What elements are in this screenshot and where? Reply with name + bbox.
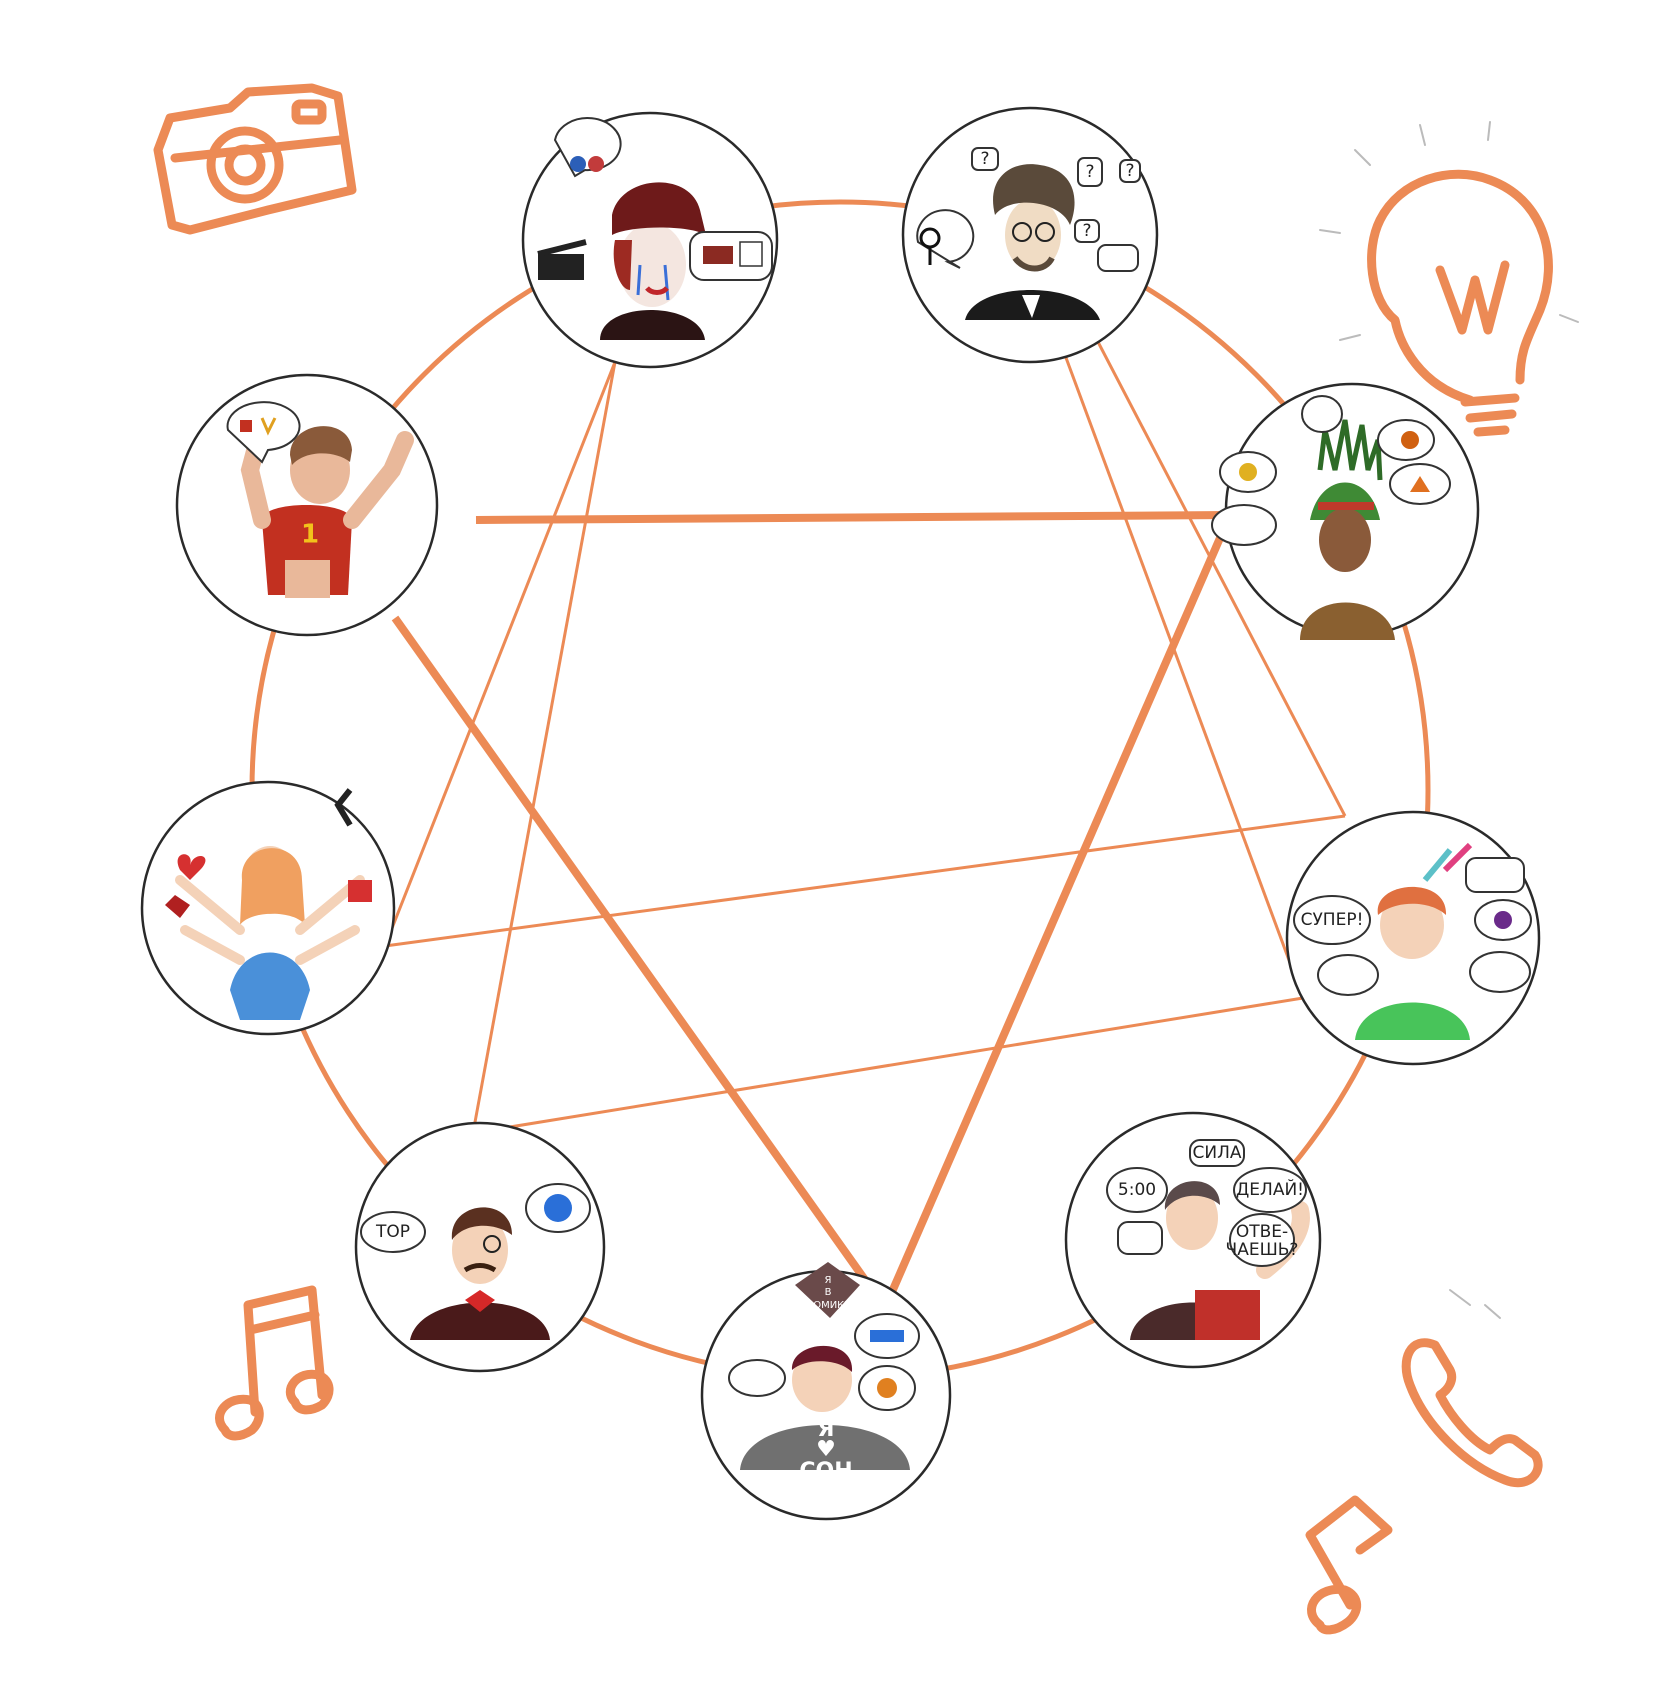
- node-helper[interactable]: [140, 780, 396, 1036]
- lightbulb-icon: [1319, 121, 1579, 437]
- node-athlete[interactable]: 1: [175, 373, 439, 637]
- answer-bubble-line2: ЧАЕШЬ?: [1226, 1240, 1299, 1260]
- node-actress[interactable]: [521, 111, 779, 369]
- svg-text:?: ?: [1085, 162, 1094, 182]
- power-bubble: СИЛА: [1193, 1143, 1242, 1163]
- svg-text:?: ?: [980, 149, 989, 169]
- joyful-speech-bubble: СУПЕР!: [1301, 910, 1364, 930]
- node-gentleman[interactable]: TOP: [354, 1121, 606, 1373]
- music-note-icon: [215, 1285, 334, 1441]
- node-strongman[interactable]: 5:00 СИЛА ДЕЛАЙ! ОТВЕ- ЧАЕШЬ?: [1064, 1111, 1322, 1369]
- node-joyful[interactable]: СУПЕР!: [1285, 810, 1541, 1066]
- shirt-text-2: ♥: [816, 1437, 836, 1462]
- svg-text:?: ?: [1125, 161, 1134, 181]
- answer-bubble-line1: ОТВЕ-: [1236, 1222, 1288, 1242]
- node-sleeper[interactable]: Я ♥ СОН Я В ДОМИКЕ: [700, 1262, 952, 1521]
- node-scientist[interactable]: ? ? ? ?: [901, 106, 1159, 364]
- do-it-bubble: ДЕЛАЙ!: [1236, 1178, 1304, 1200]
- hexad-lines: [383, 339, 1347, 1135]
- hat-text-3: ДОМИКЕ: [805, 1300, 850, 1311]
- time-bubble: 5:00: [1118, 1180, 1156, 1200]
- camera-icon: [153, 83, 357, 235]
- phone-handset-icon: [1401, 1289, 1543, 1488]
- svg-text:?: ?: [1082, 221, 1091, 241]
- hat-text-2: В: [825, 1287, 832, 1298]
- music-note-icon: [1305, 1495, 1393, 1635]
- shirt-text-1: Я: [818, 1417, 835, 1442]
- shirt-text-3: СОН: [799, 1459, 852, 1484]
- node-nature[interactable]: [1211, 382, 1480, 640]
- jersey-number: 1: [301, 520, 319, 550]
- gentleman-speech-bubble: TOP: [375, 1222, 410, 1242]
- triad-lines: [391, 511, 1234, 1311]
- hat-text-1: Я: [825, 1275, 832, 1286]
